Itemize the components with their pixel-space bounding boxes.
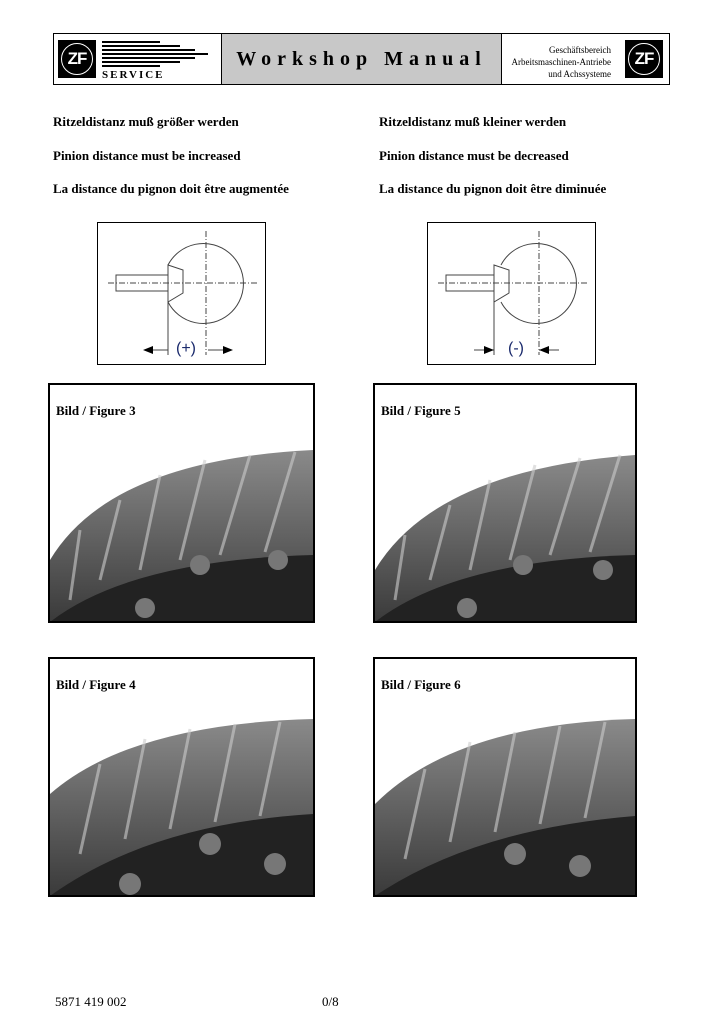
left-heading-fr: La distance du pignon doit être augmenté… bbox=[53, 181, 289, 196]
division-line: Arbeitsmaschinen-Antriebe bbox=[511, 57, 611, 67]
pinion-increase-diagram: (+) bbox=[97, 222, 266, 365]
figure-4: Bild / Figure 4 bbox=[48, 657, 315, 897]
right-heading-en: Pinion distance must be decreased bbox=[379, 148, 569, 163]
figure-caption: Bild / Figure 4 bbox=[56, 677, 136, 692]
document-number: 5871 419 002 bbox=[55, 994, 127, 1009]
figure-caption: Bild / Figure 6 bbox=[381, 677, 461, 692]
header: ZF SERVICE Workshop Manual Geschäftsbere… bbox=[53, 33, 670, 85]
division-line: Geschäftsbereich bbox=[549, 45, 611, 55]
increase-symbol: (+) bbox=[176, 340, 196, 357]
zf-logo-icon: ZF bbox=[58, 40, 96, 78]
gear-photo bbox=[375, 454, 635, 621]
figure-3: Bild / Figure 3 bbox=[48, 383, 315, 623]
gear-photo bbox=[50, 450, 313, 621]
right-heading-fr: La distance du pignon doit être diminuée bbox=[379, 181, 607, 196]
document-title: Workshop Manual bbox=[222, 34, 502, 84]
zf-logo-icon: ZF bbox=[625, 40, 663, 78]
gear-photo bbox=[375, 719, 635, 895]
left-heading-de: Ritzeldistanz muß größer werden bbox=[53, 114, 239, 129]
figure-5: Bild / Figure 5 bbox=[373, 383, 637, 623]
pinion-decrease-diagram: (-) bbox=[427, 222, 596, 365]
division-line: und Achssysteme bbox=[548, 69, 611, 79]
decrease-symbol: (-) bbox=[508, 340, 524, 357]
figure-caption: Bild / Figure 5 bbox=[381, 403, 461, 418]
service-label: SERVICE bbox=[102, 69, 165, 81]
page-number: 0/8 bbox=[322, 994, 339, 1009]
figure-6: Bild / Figure 6 bbox=[373, 657, 637, 897]
gear-photo bbox=[50, 719, 313, 895]
left-heading-en: Pinion distance must be increased bbox=[53, 148, 241, 163]
zf-service-logo: ZF SERVICE bbox=[54, 34, 222, 84]
speed-lines-icon bbox=[102, 41, 208, 67]
right-heading-de: Ritzeldistanz muß kleiner werden bbox=[379, 114, 567, 129]
figure-caption: Bild / Figure 3 bbox=[56, 403, 136, 418]
